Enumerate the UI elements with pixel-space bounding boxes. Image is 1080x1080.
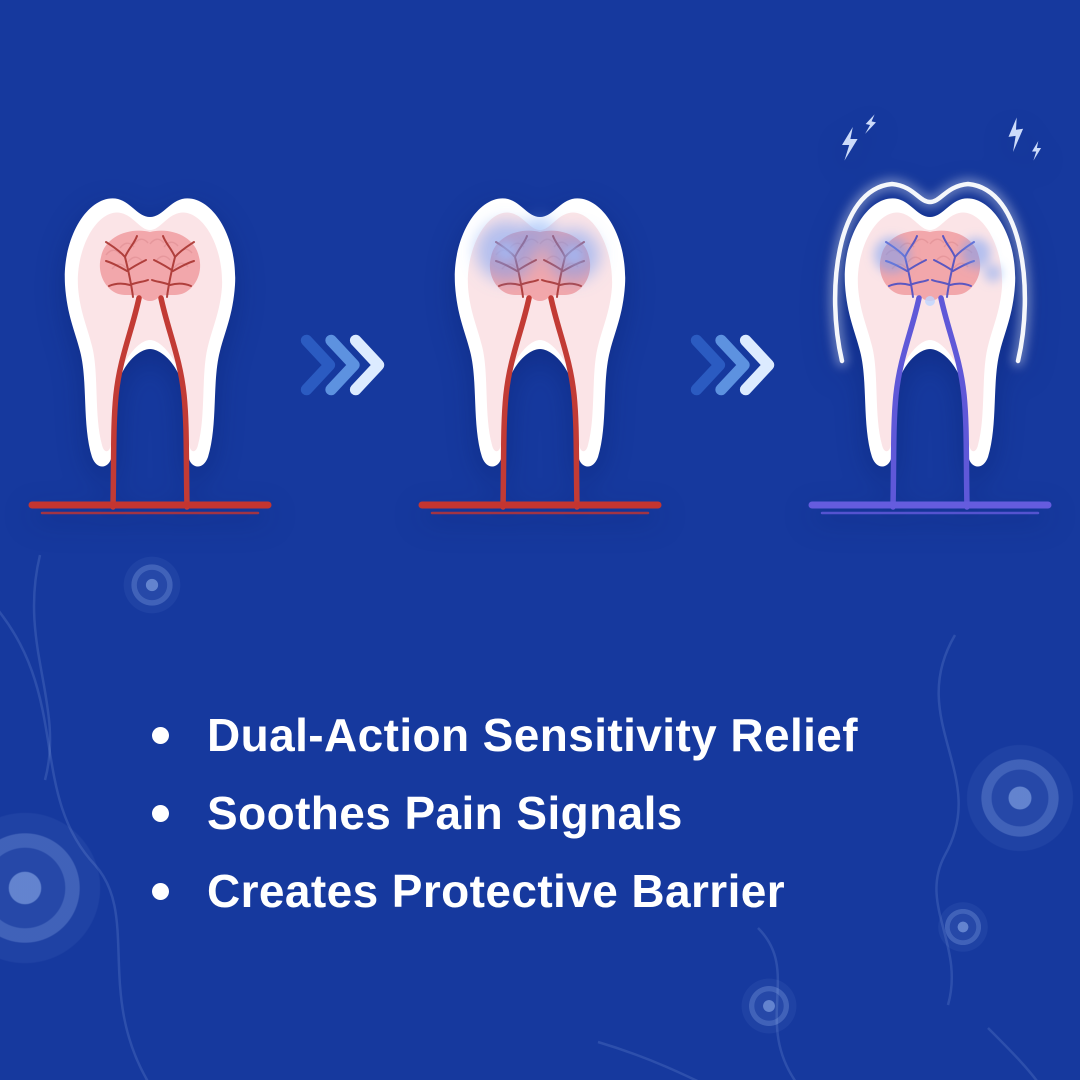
tooth-stage-healthy <box>28 105 272 515</box>
benefit-item: Creates Protective Barrier <box>152 852 858 930</box>
tooth-stage-pain <box>418 105 662 515</box>
gum-line <box>808 499 1052 515</box>
glow-dot <box>738 975 800 1037</box>
benefit-list: Dual-Action Sensitivity Relief Soothes P… <box>152 696 858 930</box>
protective-barrier-glow <box>829 177 1031 367</box>
benefit-text: Soothes Pain Signals <box>207 787 683 839</box>
bullet-dot <box>152 804 169 822</box>
bullet-dot <box>152 882 169 900</box>
benefit-text: Dual-Action Sensitivity Relief <box>207 709 859 761</box>
glow-dot <box>935 899 991 955</box>
glow-dot <box>0 803 110 973</box>
benefit-item: Dual-Action Sensitivity Relief <box>152 696 858 774</box>
pain-glow-spots <box>476 217 600 281</box>
tooth-stages-row <box>0 105 1080 545</box>
gum-line <box>418 501 662 515</box>
bullet-dot <box>152 726 169 744</box>
arrow-right-icon <box>300 334 385 396</box>
glow-dot <box>120 553 184 617</box>
soothed-glow-spots <box>874 237 1002 306</box>
benefit-item: Soothes Pain Signals <box>152 774 858 852</box>
arrow-right-icon <box>690 334 775 396</box>
gum-line <box>28 501 272 515</box>
tooth-stage-protected <box>808 113 1052 515</box>
benefit-text: Creates Protective Barrier <box>207 865 786 917</box>
glow-dot <box>960 738 1080 858</box>
lightning-icon <box>842 113 1042 161</box>
